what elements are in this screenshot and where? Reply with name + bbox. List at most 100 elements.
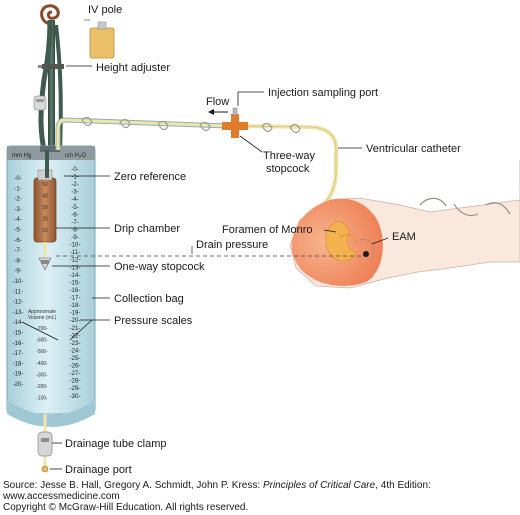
cmh2o-scale: -0- -1--2- -3--4- -5--6- -7--8- -9- -10--11- -1… bbox=[70, 167, 81, 400]
cmh2o-tick: -18- bbox=[70, 303, 81, 309]
mmhg-tick: -16- bbox=[13, 341, 24, 347]
mmhg-header: mm Hg bbox=[12, 153, 31, 159]
mmhg-tick: -19- bbox=[13, 372, 24, 378]
leader-lines bbox=[21, 65, 389, 470]
injection-port-label: Injection sampling port bbox=[268, 87, 378, 99]
eam-label: EAM bbox=[392, 231, 416, 243]
cmh2o-tick: -16- bbox=[70, 288, 81, 294]
mmhg-tick: -0- bbox=[14, 176, 21, 182]
tubing-clamps bbox=[81, 116, 301, 134]
mmhg-tick: -18- bbox=[13, 361, 24, 367]
copyright-notice: Copyright © McGraw-Hill Education. All r… bbox=[3, 502, 249, 513]
cmh2o-tick: -3- bbox=[71, 190, 78, 196]
drainage-port[interactable] bbox=[41, 465, 49, 473]
volume-tick: -700- bbox=[36, 326, 48, 332]
source-suffix: , 4th Edition: bbox=[375, 480, 431, 491]
cmh2o-tick: -17- bbox=[70, 296, 81, 302]
drip-chamber-label: Drip chamber bbox=[114, 223, 180, 235]
mmhg-tick: -10- bbox=[13, 279, 24, 285]
volume-tick: -200- bbox=[36, 384, 48, 390]
cmh2o-tick: -27- bbox=[70, 371, 81, 377]
volume-tick: -300- bbox=[36, 372, 48, 378]
drainage-clamp-label: Drainage tube clamp bbox=[65, 438, 167, 450]
cmh2o-tick: -13- bbox=[70, 265, 81, 271]
cmh2o-tick: -28- bbox=[70, 379, 81, 385]
drainage-tube-clamp[interactable] bbox=[37, 414, 53, 470]
flow-label: Flow bbox=[206, 96, 229, 108]
iv-pole bbox=[38, 4, 115, 151]
source-url[interactable]: www.accessmedicine.com bbox=[3, 491, 120, 502]
mmhg-tick: -17- bbox=[13, 351, 24, 357]
cmh2o-tick: -12- bbox=[70, 258, 81, 264]
collection-bag-label: Collection bag bbox=[114, 293, 184, 305]
cmh2o-tick: -0- bbox=[71, 167, 78, 173]
cmh2o-tick: -9- bbox=[71, 235, 78, 241]
tubing-clamp[interactable] bbox=[33, 95, 47, 111]
mmhg-tick: -5- bbox=[14, 228, 21, 234]
catheter-tubing bbox=[55, 117, 338, 210]
cmh2o-tick: -26- bbox=[70, 364, 81, 370]
mmhg-tick: -15- bbox=[13, 331, 24, 337]
cmh2o-tick: -4- bbox=[71, 197, 78, 203]
foramen-label: Foramen of Monro bbox=[222, 224, 312, 236]
three-way-label-1: Three-way bbox=[263, 150, 315, 162]
mmhg-tick: -3- bbox=[14, 207, 21, 213]
iv-pole-label: IV pole bbox=[88, 4, 122, 16]
mmhg-tick: -4- bbox=[14, 217, 21, 223]
flow-arrow bbox=[208, 109, 228, 115]
one-way-stopcock-label: One-way stopcock bbox=[114, 261, 205, 273]
cmh2o-tick: -21- bbox=[70, 326, 81, 332]
volume-tick: -100- bbox=[36, 396, 48, 402]
cmh2o-tick: -14- bbox=[70, 273, 81, 279]
mmhg-tick: -1- bbox=[14, 186, 21, 192]
cmh2o-tick: -24- bbox=[70, 348, 81, 354]
drip-tick: 30 bbox=[42, 205, 48, 211]
cmh2o-tick: -15- bbox=[70, 280, 81, 286]
cmh2o-tick: -11- bbox=[70, 250, 80, 256]
mmhg-tick: -14- bbox=[13, 320, 24, 326]
mmhg-tick: -8- bbox=[14, 258, 21, 264]
drip-tick: 10 bbox=[42, 228, 48, 234]
cmh2o-tick: -8- bbox=[71, 227, 78, 233]
cmh2o-tick: -6- bbox=[71, 212, 78, 218]
cmh2o-tick: -7- bbox=[71, 220, 78, 226]
mmhg-tick: -12- bbox=[13, 300, 24, 306]
mmhg-tick: -9- bbox=[14, 269, 21, 275]
collection-bag bbox=[6, 145, 96, 427]
cmh2o-tick: -22- bbox=[70, 333, 81, 339]
mmhg-tick: -20- bbox=[13, 382, 24, 388]
pressure-scales-label: Pressure scales bbox=[114, 315, 193, 327]
volume-scale: -700--600--500--400--300--200--100- bbox=[36, 326, 48, 402]
cmh2o-tick: -29- bbox=[70, 386, 81, 392]
cmh2o-tick: -23- bbox=[70, 341, 81, 347]
mmhg-tick: -7- bbox=[14, 248, 21, 254]
volume-title-1: Approximate bbox=[28, 309, 56, 315]
three-way-stopcock[interactable] bbox=[222, 107, 248, 138]
mmhg-tick: -11- bbox=[13, 289, 23, 295]
volume-tick: -500- bbox=[36, 349, 48, 355]
volume-tick: -400- bbox=[36, 361, 48, 367]
mmhg-tick: -6- bbox=[14, 238, 21, 244]
three-way-label-2: stopcock bbox=[266, 163, 310, 175]
source-book: Principles of Critical Care bbox=[262, 480, 376, 491]
drain-pressure-label: Drain pressure bbox=[196, 239, 268, 251]
height-adjuster-label: Height adjuster bbox=[96, 62, 170, 74]
cmh2o-tick: -5- bbox=[71, 205, 78, 211]
one-way-stopcock[interactable] bbox=[38, 257, 52, 271]
cmh2o-tick: -10- bbox=[70, 243, 81, 249]
cmh2o-tick: -25- bbox=[70, 356, 81, 362]
drip-tick: 40 bbox=[42, 194, 48, 200]
cmh2o-tick: -2- bbox=[71, 182, 78, 188]
iv-bag bbox=[89, 27, 115, 59]
patient-head bbox=[289, 160, 520, 289]
cmh2o-tick: -1- bbox=[71, 175, 78, 181]
mmhg-tick: -2- bbox=[14, 197, 21, 203]
height-adjuster-clamp[interactable] bbox=[38, 64, 64, 69]
cmh2o-tick: -20- bbox=[70, 318, 81, 324]
cmh2o-tick: -30- bbox=[70, 394, 81, 400]
source-citation: Source: Jesse B. Hall, Gregory A. Schmid… bbox=[3, 480, 431, 491]
zero-reference-label: Zero reference bbox=[114, 171, 186, 183]
